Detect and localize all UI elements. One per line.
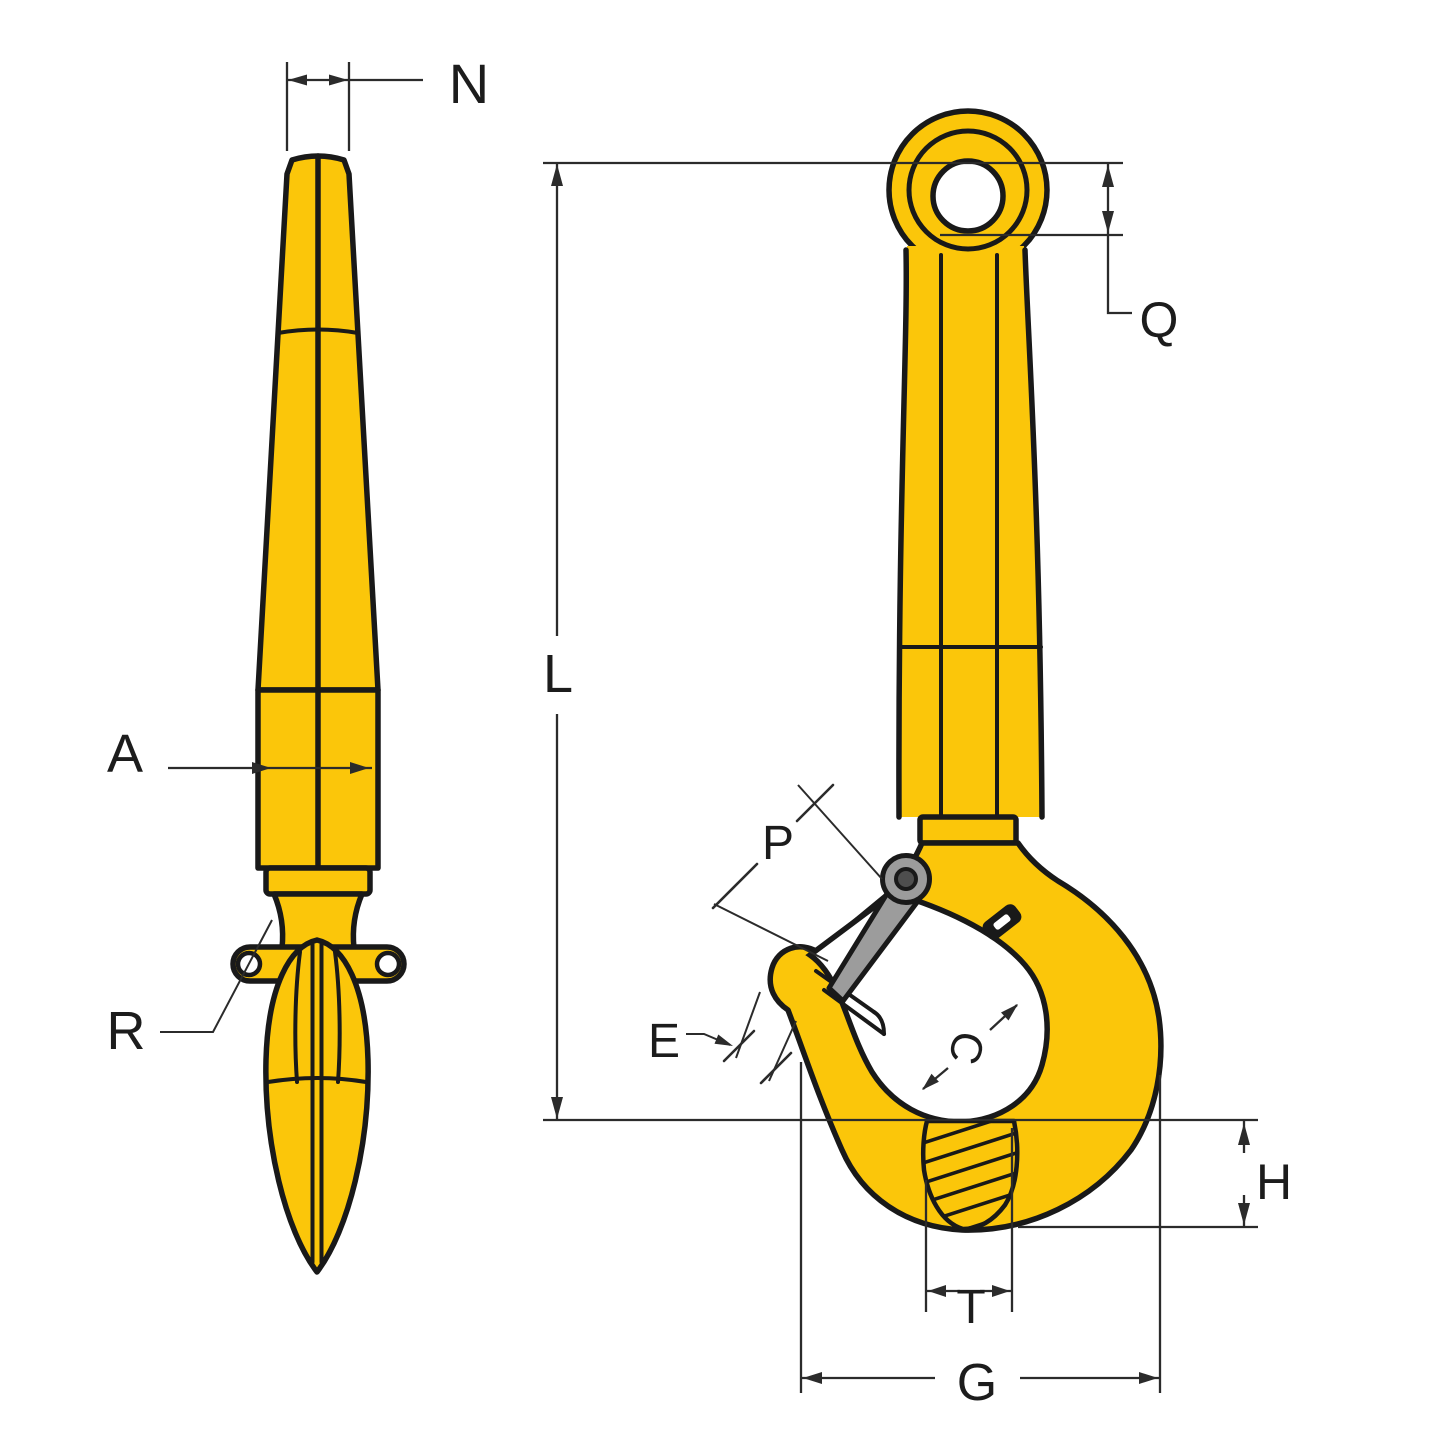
- dim-R: [160, 919, 273, 1033]
- side-hook-cross-line: [266, 1076, 368, 1084]
- dim-P: [711, 783, 883, 962]
- front-shank-fill: [898, 246, 1042, 817]
- dim-L: [543, 161, 1258, 1122]
- side-hook-inner-left: [293, 950, 302, 1084]
- side-hook-inner-right: [333, 950, 342, 1084]
- dim-Q: [940, 163, 1132, 315]
- label-L: L: [543, 644, 573, 704]
- dim-H: [1018, 1121, 1258, 1229]
- front-shank-right-edge: [1022, 247, 1045, 820]
- label-N: N: [449, 52, 489, 115]
- dim-T: [924, 1128, 1014, 1312]
- front-shank-left-edge: [896, 247, 910, 820]
- dim-N: [285, 62, 423, 151]
- label-T: T: [956, 1281, 985, 1334]
- dim-G: [799, 1062, 1162, 1393]
- front-eye-hole: [930, 158, 1006, 234]
- dim-E: [686, 991, 797, 1085]
- dim-A: [168, 762, 372, 774]
- label-A: A: [107, 724, 143, 784]
- front-nose-seat-band-end: [872, 1010, 886, 1036]
- safety-latch: [826, 853, 932, 1004]
- side-collar: [263, 865, 373, 897]
- front-nose-seat-band-2: [822, 988, 886, 1036]
- side-hook-body: [263, 937, 371, 1275]
- front-collar: [917, 814, 1019, 846]
- label-Q: Q: [1140, 292, 1179, 348]
- label-P: P: [762, 817, 794, 870]
- stamp-mark: [982, 904, 1022, 940]
- label-H: H: [1256, 1154, 1292, 1210]
- front-eye-ring: [906, 128, 1030, 252]
- side-view: [230, 153, 407, 1275]
- label-G: G: [957, 1354, 997, 1412]
- dimension-labels: N Q L A R P E C H T G: [107, 52, 1293, 1412]
- label-E: E: [648, 1015, 680, 1068]
- front-view: [767, 108, 1164, 1233]
- label-R: R: [107, 1001, 146, 1061]
- dimension-lines: [160, 62, 1258, 1393]
- latch-pivot-hub: [894, 867, 918, 891]
- dim-C: [922, 1004, 1018, 1090]
- side-ear-hole-right: [374, 950, 402, 978]
